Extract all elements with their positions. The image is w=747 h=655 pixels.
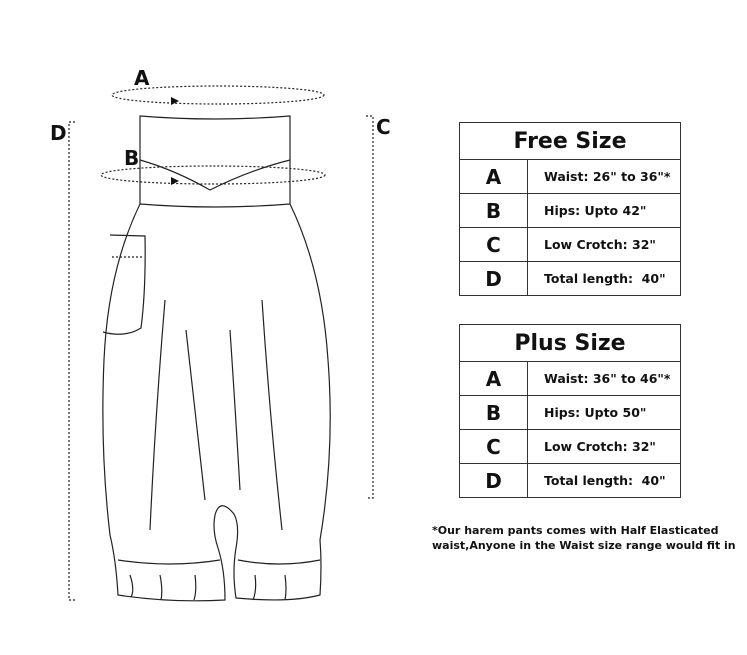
waistband-outline — [139, 115, 291, 208]
table-row: C Low Crotch: 32" — [459, 429, 681, 464]
size-letter: C — [459, 227, 528, 262]
plus-size-table: Plus Size A Waist: 36" to 46"* B Hips: U… — [459, 324, 681, 498]
free-size-title: Free Size — [459, 122, 681, 160]
size-letter: D — [459, 261, 528, 296]
pants-outline — [102, 203, 331, 602]
label-b: B — [124, 146, 140, 170]
plus-size-title: Plus Size — [459, 324, 681, 362]
size-letter: A — [459, 361, 528, 396]
table-row: B Hips: Upto 50" — [459, 395, 681, 430]
harem-pants-diagram — [68, 85, 374, 602]
size-value: Low Crotch: 32" — [527, 429, 681, 464]
size-letter: B — [459, 395, 528, 430]
size-value: Waist: 36" to 46"* — [527, 361, 681, 396]
left-cuff — [117, 559, 221, 601]
size-value: Total length: 40" — [527, 261, 681, 296]
pocket — [102, 234, 146, 335]
yoke-line — [139, 159, 291, 191]
size-value: Total length: 40" — [527, 463, 681, 498]
hip-arrow — [171, 177, 179, 185]
note-line: waist,Anyone in the Waist size range wou… — [432, 539, 736, 552]
table-row: D Total length: 40" — [459, 261, 681, 296]
crotch-line-c — [366, 115, 374, 499]
size-letter: C — [459, 429, 528, 464]
table-row: A Waist: 26" to 36"* — [459, 159, 681, 194]
size-value: Hips: Upto 50" — [527, 395, 681, 430]
right-cuff — [237, 559, 321, 601]
fold-line — [149, 299, 283, 531]
size-value: Waist: 26" to 36"* — [527, 159, 681, 194]
size-letter: D — [459, 463, 528, 498]
hip-measure-ellipse — [100, 165, 326, 185]
note-line: *Our harem pants comes with Half Elastic… — [432, 524, 719, 537]
table-row: C Low Crotch: 32" — [459, 227, 681, 262]
table-row: B Hips: Upto 42" — [459, 193, 681, 228]
table-row: A Waist: 36" to 46"* — [459, 361, 681, 396]
waist-arrow — [171, 97, 179, 105]
length-line-d — [68, 121, 75, 601]
waist-measure-ellipse — [111, 85, 325, 105]
elastic-waist-note: *Our harem pants comes with Half Elastic… — [432, 523, 742, 553]
size-letter: B — [459, 193, 528, 228]
size-value: Low Crotch: 32" — [527, 227, 681, 262]
table-row: D Total length: 40" — [459, 463, 681, 498]
label-c: C — [376, 115, 391, 139]
label-d: D — [50, 121, 67, 145]
size-letter: A — [459, 159, 528, 194]
label-a: A — [134, 66, 150, 90]
free-size-table: Free Size A Waist: 26" to 36"* B Hips: U… — [459, 122, 681, 296]
size-value: Hips: Upto 42" — [527, 193, 681, 228]
